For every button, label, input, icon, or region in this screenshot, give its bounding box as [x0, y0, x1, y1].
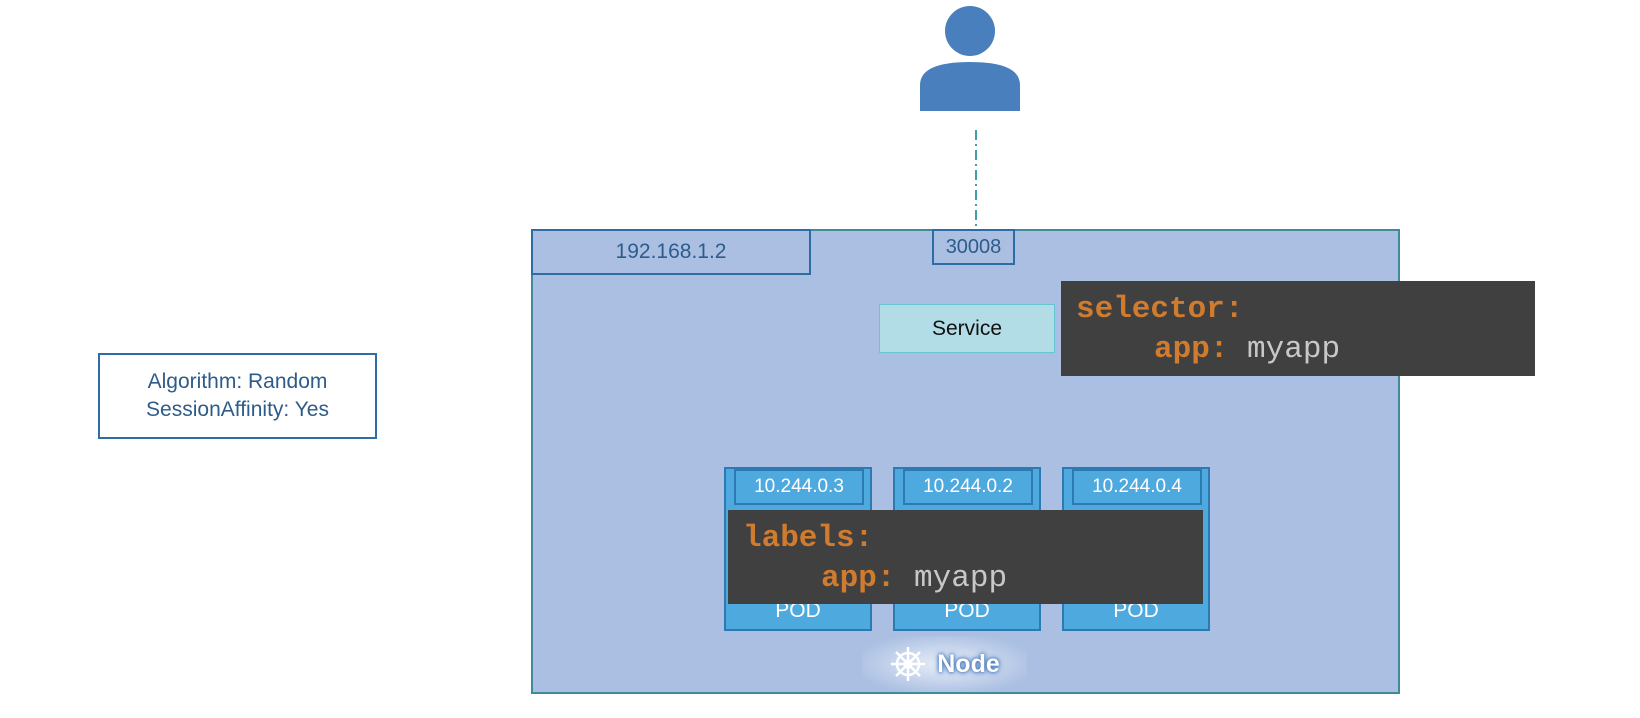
algorithm-box: Algorithm: Random SessionAffinity: Yes — [98, 353, 377, 439]
kubernetes-helm-icon — [891, 647, 926, 681]
pod-2-ip: 10.244.0.2 — [903, 469, 1033, 505]
labels-key: labels: — [743, 521, 874, 556]
service-box: Service — [879, 304, 1055, 353]
pod-1-ip: 10.244.0.3 — [734, 469, 864, 505]
labels-app-value: myapp — [914, 561, 1008, 596]
pod-1-label: POD — [775, 599, 821, 622]
pod-2-label: POD — [944, 599, 990, 622]
user-icon — [920, 6, 1020, 111]
selector-app-key: app: — [1154, 332, 1229, 367]
node-tag: Node — [862, 636, 1027, 694]
selector-app-value: myapp — [1247, 332, 1341, 367]
algorithm-line: Algorithm: Random — [147, 370, 328, 393]
pod-3-ip: 10.244.0.4 — [1072, 469, 1202, 505]
selector-code-box: selector: app: myapp — [1061, 281, 1535, 376]
node-ip-label: 192.168.1.2 — [531, 229, 811, 275]
node-port-label: 30008 — [932, 229, 1015, 265]
pod-3-label: POD — [1113, 599, 1159, 622]
labels-code-box: labels: app: myapp — [728, 510, 1203, 604]
session-affinity-line: SessionAffinity: Yes — [146, 398, 329, 421]
node-label: Node — [937, 649, 1000, 678]
selector-key: selector: — [1076, 292, 1244, 327]
labels-app-key: app: — [821, 561, 896, 596]
